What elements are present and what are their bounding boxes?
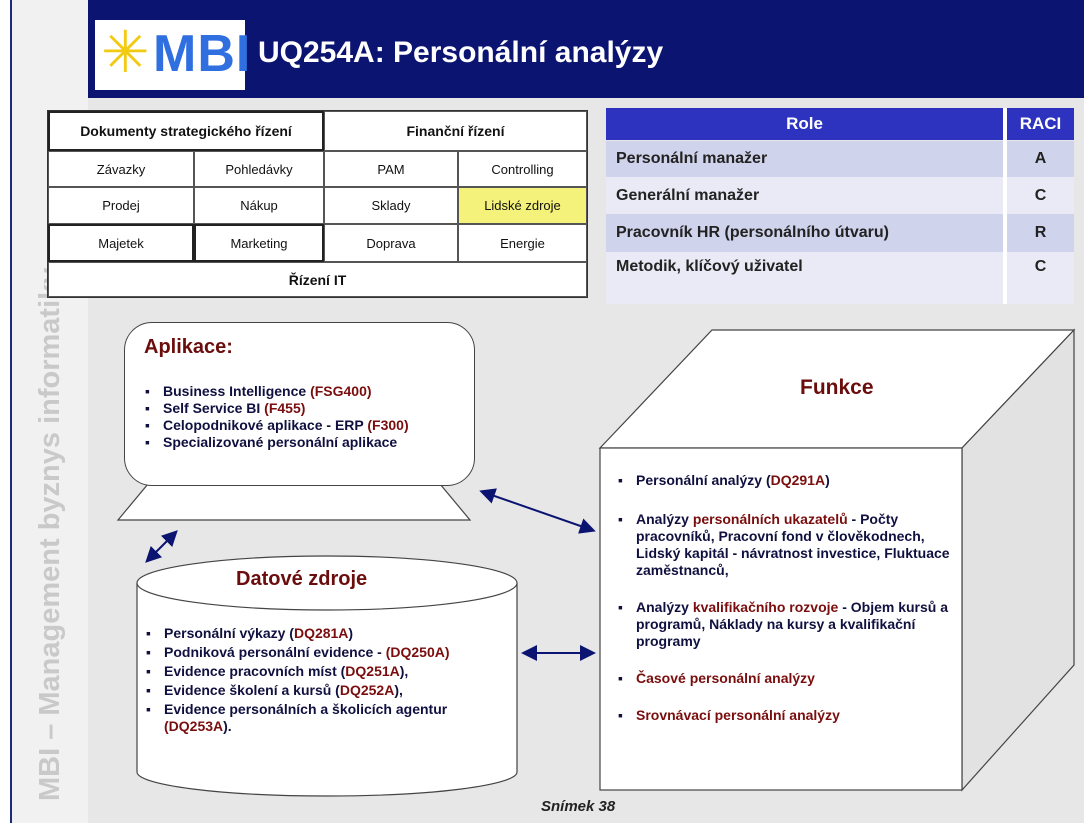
list-item: Celopodnikové aplikace - ERP (F300) [141, 417, 471, 434]
raci-header-role: Role [606, 108, 1003, 140]
list-item: Analýzy personálních ukazatelů - Počty p… [614, 511, 964, 579]
logo-text: MBI [153, 25, 252, 83]
monitor-stand [116, 483, 472, 521]
module-cell: Doprava [324, 224, 458, 262]
raci-row: Metodik, klíčový uživatel C [606, 252, 1074, 304]
module-cell: Závazky [48, 151, 194, 187]
raci-value: A [1034, 150, 1047, 167]
datove-zdroje-title: Datové zdroje [236, 568, 368, 590]
module-cell: Majetek [48, 224, 194, 262]
list-item: Specializované personální aplikace [141, 434, 471, 451]
module-grid: Dokumenty strategického řízení Finanční … [47, 110, 588, 298]
raci-role: Metodik, klíčový uživatel [616, 258, 803, 275]
module-cell-highlighted: Lidské zdroje [458, 187, 587, 224]
raci-header-raci: RACI [1007, 108, 1074, 140]
list-item: Srovnávací personální analýzy [614, 707, 964, 724]
module-it: Řízení IT [48, 262, 587, 297]
module-cell: Controlling [458, 151, 587, 187]
module-cell: Energie [458, 224, 587, 262]
raci-value: C [1034, 186, 1047, 204]
module-cell: Pohledávky [194, 151, 324, 187]
mbi-logo: ✳ MBI [95, 20, 250, 90]
raci-table: Role RACI Personální manažer A Generální… [606, 108, 1074, 304]
module-strategic: Dokumenty strategického řízení [48, 111, 324, 151]
raci-value: R [1034, 224, 1047, 241]
module-cell: PAM [324, 151, 458, 187]
list-item: Personální analýzy (DQ291A) [614, 472, 964, 489]
list-item: Analýzy kvalifikačního rozvoje - Objem k… [614, 599, 964, 650]
list-item: Časové personální analýzy [614, 670, 964, 687]
module-cell: Prodej [48, 187, 194, 224]
slide-number: Snímek 38 [541, 798, 616, 815]
page-title: UQ254A: Personální analýzy [258, 36, 664, 69]
list-item: Evidence pracovních míst (DQ251A), [142, 663, 517, 680]
list-item: Evidence školení a kursů (DQ252A), [142, 682, 517, 699]
raci-row: Personální manažer A [606, 141, 1074, 177]
aplikace-list: Business Intelligence (FSG400) Self Serv… [141, 383, 471, 451]
raci-row: Pracovník HR (personálního útvaru) R [606, 214, 1074, 252]
list-item: Self Service BI (F455) [141, 400, 471, 417]
raci-role: Generální manažer [616, 186, 760, 204]
raci-role: Personální manažer [616, 150, 768, 167]
sun-icon: ✳ [101, 20, 150, 85]
cylinder-top [136, 555, 518, 611]
raci-value: C [1034, 258, 1047, 275]
arrow-apl-funkce [479, 488, 596, 534]
funkce-title: Funkce [800, 376, 874, 399]
datove-zdroje-list: Personální výkazy (DQ281A) Podniková per… [142, 625, 517, 737]
module-cell: Marketing [194, 224, 324, 262]
aplikace-title: Aplikace: [144, 336, 233, 358]
aplikace-box: Aplikace: Business Intelligence (FSG400)… [124, 322, 475, 486]
module-financial: Finanční řízení [324, 111, 587, 151]
raci-row: Generální manažer C [606, 177, 1074, 214]
module-cell: Nákup [194, 187, 324, 224]
list-item: Podniková personální evidence - (DQ250A) [142, 644, 517, 661]
list-item: Evidence personálních a školicích agentu… [142, 701, 517, 735]
list-item: Personální výkazy (DQ281A) [142, 625, 517, 642]
funkce-list: Personální analýzy (DQ291A) Analýzy pers… [614, 472, 964, 724]
arrow-apl-data [145, 530, 178, 563]
raci-role: Pracovník HR (personálního útvaru) [616, 224, 889, 241]
module-cell: Sklady [324, 187, 458, 224]
list-item: Business Intelligence (FSG400) [141, 383, 471, 400]
header-bar: UQ254A: Personální analýzy [88, 0, 1084, 98]
